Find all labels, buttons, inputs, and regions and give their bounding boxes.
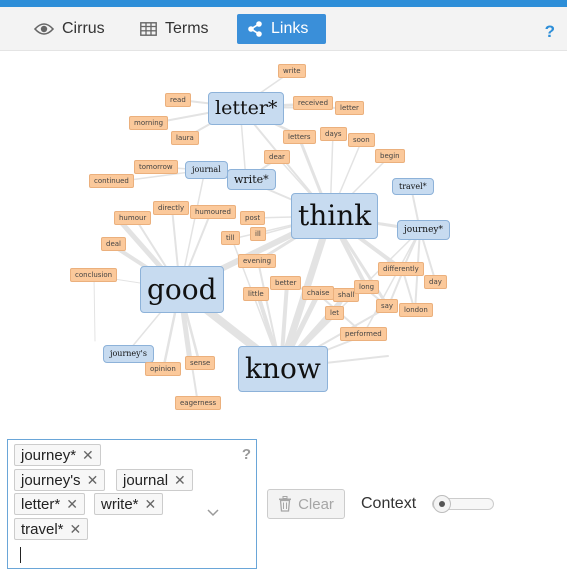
context-node[interactable]: chaise <box>302 286 335 301</box>
context-label: Context <box>361 495 417 512</box>
help-button[interactable]: ? <box>544 22 555 41</box>
context-node[interactable]: letter <box>335 101 364 116</box>
context-node[interactable]: soon <box>348 133 375 148</box>
search-terms-box[interactable]: journey* ✕ journey's ✕ journal ✕ letter*… <box>7 439 257 569</box>
share-icon <box>248 21 262 37</box>
tag-label: write* <box>101 495 139 513</box>
tab-label: Links <box>271 20 309 37</box>
context-node[interactable]: day <box>424 275 447 290</box>
context-node[interactable]: ill <box>250 227 266 242</box>
context-node[interactable]: opinion <box>145 362 181 377</box>
context-node[interactable]: letters <box>283 130 316 145</box>
tag-label: letter* <box>21 495 61 513</box>
context-node[interactable]: humoured <box>190 205 236 220</box>
context-slider[interactable] <box>432 495 494 513</box>
tab-links[interactable]: Links <box>237 14 326 44</box>
context-node[interactable]: conclusion <box>70 268 118 283</box>
keyword-node-journal[interactable]: journal <box>185 161 228 179</box>
links-graph: letter* think good know write* journal t… <box>0 51 567 431</box>
tab-terms[interactable]: Terms <box>130 14 219 44</box>
tab-label: Cirrus <box>62 20 105 37</box>
context-node[interactable]: continued <box>89 174 134 189</box>
trash-icon <box>279 496 292 512</box>
term-tag-journeys: journey's ✕ <box>14 469 106 491</box>
keyword-node-know[interactable]: know <box>238 346 328 392</box>
context-node[interactable]: shall <box>333 288 360 303</box>
term-tag-journal: journal ✕ <box>116 469 193 491</box>
context-node[interactable]: sense <box>185 356 216 371</box>
context-node[interactable]: evening <box>238 254 277 269</box>
chevron-down-icon[interactable] <box>207 505 219 521</box>
keyword-node-good[interactable]: good <box>140 266 224 313</box>
eye-icon <box>34 23 54 35</box>
term-tag-letter: letter* ✕ <box>14 493 85 515</box>
tab-label: Terms <box>165 20 209 37</box>
context-node[interactable]: better <box>270 276 302 291</box>
context-node[interactable]: little <box>243 287 269 302</box>
tag-label: travel* <box>21 520 64 538</box>
text-cursor <box>20 547 21 563</box>
context-node[interactable]: post <box>240 211 266 226</box>
term-tag-write: write* ✕ <box>94 493 164 515</box>
tag-label: journey* <box>21 446 77 464</box>
table-icon <box>140 22 157 36</box>
top-accent-bar <box>0 0 567 7</box>
search-help-icon[interactable]: ? <box>241 446 251 463</box>
keyword-node-letter[interactable]: letter* <box>208 92 285 125</box>
keyword-node-think[interactable]: think <box>291 193 379 239</box>
context-node[interactable]: begin <box>375 149 405 164</box>
context-node[interactable]: london <box>399 303 433 318</box>
context-node[interactable]: days <box>320 127 347 142</box>
tag-label: journal <box>123 471 169 489</box>
context-node[interactable]: performed <box>340 327 387 342</box>
context-node[interactable]: eagerness <box>175 396 222 411</box>
graph-edge <box>362 229 421 336</box>
context-node[interactable]: humour <box>114 211 152 226</box>
keyword-node-travel[interactable]: travel* <box>392 178 434 195</box>
remove-tag-icon[interactable]: ✕ <box>86 471 99 488</box>
remove-tag-icon[interactable]: ✕ <box>82 446 94 463</box>
tab-cirrus[interactable]: Cirrus <box>24 14 115 44</box>
context-node[interactable]: laura <box>171 131 199 146</box>
context-node[interactable]: let <box>325 306 344 321</box>
remove-tag-icon[interactable]: ✕ <box>144 495 157 512</box>
context-node[interactable]: write <box>278 64 306 79</box>
context-node[interactable]: received <box>293 96 334 111</box>
term-tag-journey: journey* ✕ <box>14 444 101 466</box>
context-node[interactable]: read <box>165 93 191 108</box>
context-node[interactable]: morning <box>129 116 169 131</box>
context-slider-handle[interactable] <box>433 495 451 513</box>
context-node[interactable]: deal <box>101 237 126 252</box>
context-node[interactable]: long <box>354 280 380 295</box>
term-tag-travel: travel* ✕ <box>14 518 89 540</box>
clear-label: Clear <box>298 495 334 513</box>
context-node[interactable]: directly <box>153 201 190 216</box>
context-node[interactable]: say <box>376 299 399 314</box>
keyword-node-journey[interactable]: journey* <box>397 220 451 240</box>
graph-edge <box>93 275 96 342</box>
tag-label: journey's <box>21 471 81 489</box>
keyword-node-journeys[interactable]: journey's <box>103 345 154 363</box>
remove-tag-icon[interactable]: ✕ <box>66 495 78 512</box>
tab-bar: Cirrus Terms Links ? <box>0 7 567 51</box>
context-node[interactable]: differently <box>378 262 424 277</box>
context-node[interactable]: till <box>221 231 240 246</box>
clear-button[interactable]: Clear <box>267 489 345 519</box>
context-node[interactable]: dear <box>264 150 290 165</box>
keyword-node-write[interactable]: write* <box>227 169 276 190</box>
remove-tag-icon[interactable]: ✕ <box>69 520 82 537</box>
context-node[interactable]: tomorrow <box>134 160 178 175</box>
remove-tag-icon[interactable]: ✕ <box>174 471 186 488</box>
